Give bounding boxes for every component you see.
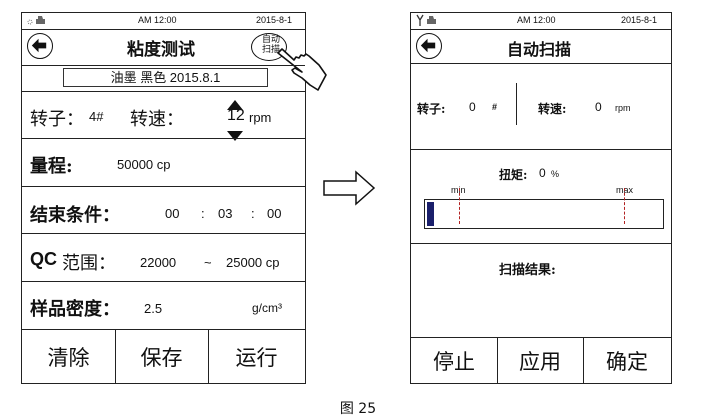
status-bar: AM 12:00 2015-8-1 bbox=[22, 13, 305, 29]
torque-bar bbox=[424, 188, 664, 229]
end-minutes[interactable]: 03 bbox=[218, 206, 233, 221]
qc-label: 范围： bbox=[62, 253, 116, 274]
auto-scan-screen: AM 12:00 2015-8-1 自动扫描 转子: 0 # 转速: 0 rpm… bbox=[410, 12, 672, 384]
speed-unit: rpm bbox=[615, 103, 631, 113]
density-value[interactable]: 2.5 bbox=[144, 301, 163, 316]
speed-value: 0 bbox=[595, 100, 602, 114]
qc-min[interactable]: 22000 bbox=[140, 255, 177, 270]
range-label: 量程: bbox=[30, 156, 73, 177]
signal-icon bbox=[415, 13, 441, 29]
auto-scan-label-2: 扫描 bbox=[262, 45, 281, 55]
figure-caption: 图 25 bbox=[339, 401, 377, 417]
qc-max[interactable]: 25000 cp bbox=[226, 255, 280, 270]
page-title: 自动扫描 bbox=[507, 40, 572, 59]
page-title: 粘度测试 bbox=[127, 40, 195, 60]
rotor-value[interactable]: 4# bbox=[89, 109, 104, 124]
speed-value[interactable]: 12 bbox=[227, 107, 245, 124]
rotor-value: 0 bbox=[469, 100, 476, 114]
rotor-label: 转子： bbox=[30, 109, 84, 130]
status-date: 2015-8-1 bbox=[621, 15, 658, 25]
viscosity-test-screen: AM 12:00 2015-8-1 粘度测试 自动 扫描 油墨 黑色 2015.… bbox=[21, 12, 327, 384]
speed-unit: rpm bbox=[249, 110, 272, 125]
arrow-left-icon bbox=[31, 38, 47, 53]
speed-down-icon[interactable] bbox=[227, 126, 243, 145]
end-condition-label: 结束条件： bbox=[30, 205, 120, 226]
end-sep-1: : bbox=[201, 206, 205, 221]
auto-scan-button[interactable]: 自动 扫描 bbox=[251, 33, 287, 61]
qc-label-bold: QC bbox=[30, 249, 57, 269]
status-time: AM 12:00 bbox=[138, 15, 177, 25]
end-hours[interactable]: 00 bbox=[165, 206, 180, 221]
signal-icon bbox=[26, 13, 48, 29]
qc-tilde: ~ bbox=[204, 255, 212, 270]
min-marker bbox=[459, 188, 460, 224]
range-value[interactable]: 50000 cp bbox=[117, 157, 171, 172]
status-bar: AM 12:00 2015-8-1 bbox=[411, 13, 671, 29]
torque-level-fill bbox=[427, 202, 434, 226]
apply-button[interactable]: 应用 bbox=[519, 349, 561, 374]
status-date: 2015-8-1 bbox=[256, 15, 293, 25]
pointing-hand-icon bbox=[274, 45, 336, 99]
torque-label: 扭矩: bbox=[499, 168, 528, 182]
transition-arrow-icon bbox=[322, 170, 376, 210]
speed-label: 转速: bbox=[538, 102, 567, 116]
run-button[interactable]: 运行 bbox=[235, 345, 278, 370]
density-unit: g/cm³ bbox=[252, 301, 282, 315]
back-button[interactable] bbox=[416, 33, 442, 59]
density-label: 样品密度： bbox=[30, 299, 120, 320]
rotor-label: 转子: bbox=[417, 102, 446, 116]
sample-name-field[interactable]: 油墨 黑色 2015.8.1 bbox=[63, 68, 268, 87]
scan-result-label: 扫描结果: bbox=[499, 263, 556, 278]
torque-unit: % bbox=[551, 169, 560, 179]
status-time: AM 12:00 bbox=[517, 15, 556, 25]
torque-value: 0 bbox=[539, 166, 546, 180]
confirm-button[interactable]: 确定 bbox=[606, 349, 648, 374]
end-sep-2: : bbox=[251, 206, 255, 221]
min-label: min bbox=[451, 185, 466, 195]
stop-button[interactable]: 停止 bbox=[433, 349, 475, 374]
speed-up-icon[interactable] bbox=[227, 95, 243, 114]
auto-scan-label-1: 自动 bbox=[262, 35, 281, 45]
max-marker bbox=[624, 188, 625, 224]
clear-button[interactable]: 清除 bbox=[47, 345, 90, 370]
arrow-left-icon bbox=[420, 38, 436, 53]
end-seconds[interactable]: 00 bbox=[267, 206, 282, 221]
rotor-unit: # bbox=[492, 102, 498, 112]
save-button[interactable]: 保存 bbox=[140, 345, 183, 370]
speed-label: 转速： bbox=[130, 109, 184, 130]
back-button[interactable] bbox=[27, 33, 53, 59]
